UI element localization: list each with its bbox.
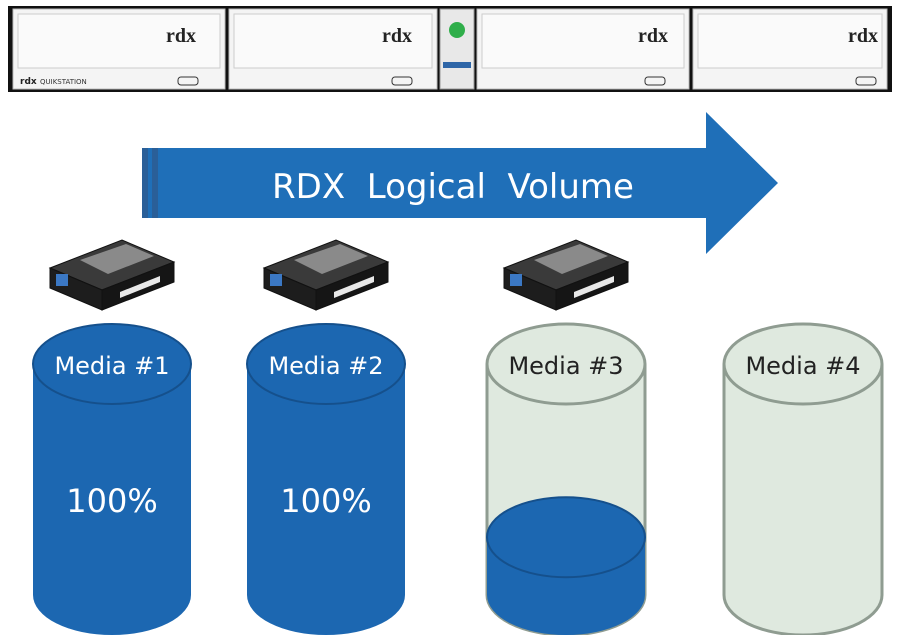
- fill-percentage: 100%: [66, 482, 157, 520]
- arrow-tail-stripe-2: [152, 148, 158, 218]
- media-cylinder-2: Media #2 100%: [246, 239, 406, 635]
- bay-3-logo: rdx: [638, 25, 668, 47]
- bay-3-eject-icon[interactable]: [644, 76, 666, 86]
- bay-1-eject-icon[interactable]: [177, 76, 199, 86]
- rdx-cartridge-icon: [262, 239, 390, 311]
- drive-bay-1: rdx rdx QUIKSTATION: [12, 8, 226, 90]
- fill-percentage: 100%: [280, 482, 371, 520]
- power-led-icon: [449, 22, 465, 38]
- media-cylinder-4: Media #4: [722, 322, 884, 635]
- bay-2-eject-icon[interactable]: [391, 76, 413, 86]
- arrow-tail-stripe-1: [142, 148, 148, 218]
- drive-bay-3: rdx: [476, 8, 690, 90]
- cylinder-shell: [722, 364, 884, 635]
- bay-4-logo: rdx: [848, 25, 878, 47]
- cylinder-top: [722, 322, 884, 406]
- brand-name: QUIKSTATION: [40, 78, 87, 86]
- drive-bay-2: rdx: [228, 8, 438, 90]
- media-group: Media #1 100% Media #2 100% Media #3 Media #4: [32, 239, 884, 635]
- rdx-quikstation-device: rdx rdx QUIKSTATION rdx rdx: [8, 6, 892, 92]
- arrow-label: RDX Logical Volume: [272, 167, 634, 207]
- bay-1-logo: rdx: [166, 25, 196, 47]
- bay-2-logo: rdx: [382, 25, 412, 47]
- media-label: Media #2: [268, 352, 383, 380]
- drive-bay-4: rdx: [692, 8, 888, 90]
- media-cylinder-3: Media #3: [485, 239, 647, 635]
- media-cylinder-1: Media #1 100%: [32, 239, 192, 635]
- logical-volume-arrow: RDX Logical Volume: [142, 112, 778, 254]
- arrow-shape: [142, 112, 778, 254]
- cylinder-top: [32, 323, 192, 405]
- cylinder-top: [485, 322, 647, 406]
- brand-prefix: rdx: [20, 77, 37, 87]
- fill-level-body: [247, 364, 405, 635]
- bay-4-eject-icon[interactable]: [855, 76, 877, 86]
- media-label: Media #1: [54, 352, 169, 380]
- fill-level-surface: [486, 496, 646, 579]
- media-label: Media #4: [745, 352, 860, 380]
- rdx-cartridge-icon: [48, 239, 176, 311]
- status-bar-icon: [443, 62, 471, 68]
- fill-level-body: [33, 364, 191, 635]
- cylinder-top: [246, 323, 406, 405]
- media-label: Media #3: [508, 352, 623, 380]
- status-panel: [439, 8, 475, 90]
- rdx-cartridge-icon: [502, 239, 630, 311]
